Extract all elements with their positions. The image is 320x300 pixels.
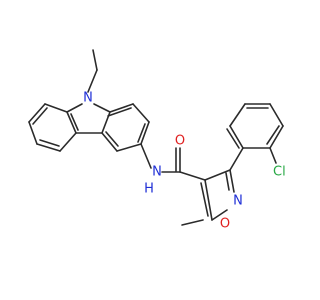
bond (87, 69, 98, 93)
bond (269, 147, 277, 164)
bond (32, 107, 48, 125)
bond (269, 125, 284, 149)
amide-nitrogen-label: N (152, 165, 162, 180)
bond (229, 147, 244, 171)
bond (39, 139, 60, 147)
bond (92, 49, 98, 71)
bond (70, 113, 79, 131)
isoxazole-oxygen-label: O (220, 217, 230, 232)
bond (107, 107, 132, 117)
bond (225, 172, 230, 191)
bond (93, 103, 111, 113)
bond (109, 103, 134, 113)
bond (140, 143, 152, 169)
carbazole-nitrogen-label: N (83, 91, 93, 106)
bond (36, 143, 61, 152)
chlorine-label: Cl (273, 165, 286, 180)
bond (44, 103, 68, 113)
bond (200, 182, 209, 217)
isoxazole-nitrogen-label: N (233, 194, 243, 209)
bond (266, 125, 280, 145)
bond (66, 111, 77, 134)
bond (229, 103, 246, 127)
bond (101, 132, 118, 152)
bond (66, 103, 83, 113)
atom-label-layer: N N H O N O Cl (83, 91, 286, 232)
bond (181, 219, 204, 226)
bond (59, 132, 77, 152)
carbonyl-oxygen-label: O (175, 134, 185, 149)
bond (226, 128, 240, 149)
bond (132, 103, 150, 123)
molecule-drawing: N N H O N O Cl (28, 49, 286, 232)
bond (179, 171, 206, 181)
bond (229, 169, 235, 193)
bond (105, 131, 119, 147)
chemical-structure-canvas: N N H O N O Cl (28, 49, 286, 232)
amide-hydrogen-label: H (144, 182, 154, 197)
bond (204, 179, 213, 221)
bond (269, 103, 284, 127)
bond (204, 169, 231, 181)
bond (229, 125, 244, 149)
bond (28, 121, 38, 145)
bond (137, 123, 146, 143)
bond (211, 209, 228, 221)
bond (28, 103, 46, 123)
bond-layer (28, 49, 284, 226)
bond (116, 143, 142, 152)
bond (140, 121, 150, 145)
